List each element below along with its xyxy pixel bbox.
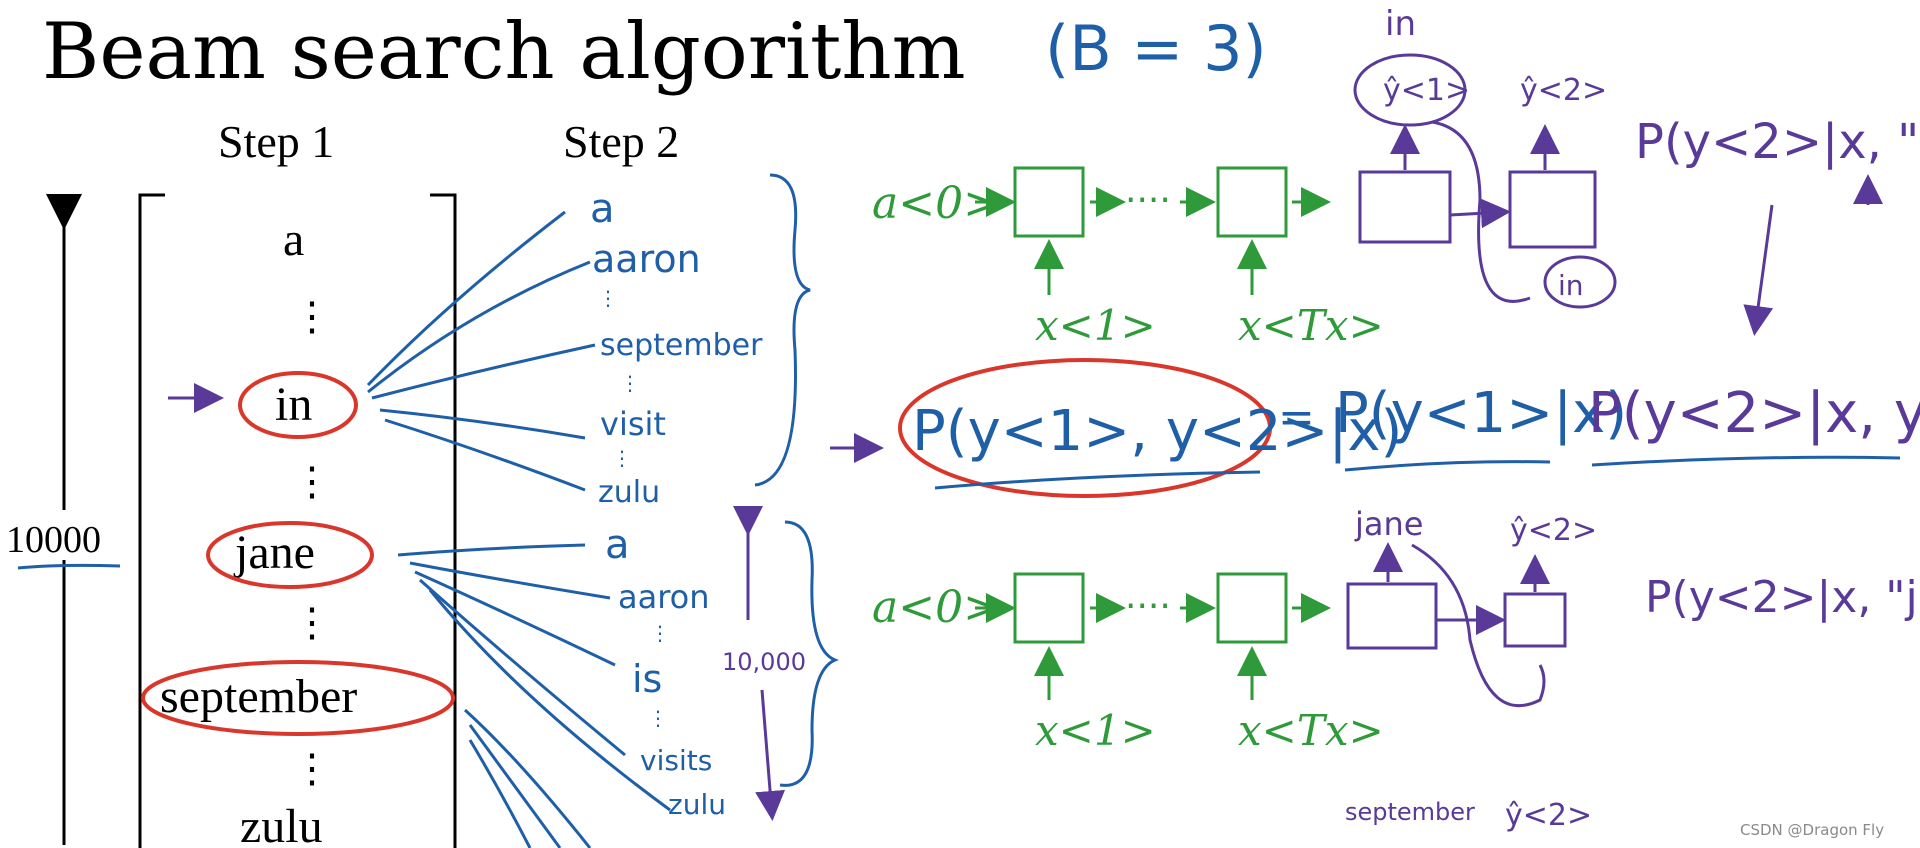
- step2-bottom-word: aaron: [618, 578, 710, 616]
- fan-lines-jane: [397, 543, 671, 812]
- underline-p-y2: [1591, 455, 1901, 467]
- input-label-x1: x<1>: [1035, 706, 1156, 755]
- decoder-cell: [1503, 592, 1567, 648]
- ellipsis-icon: ⋮: [292, 294, 332, 339]
- rnn-cell: [1013, 166, 1085, 238]
- arrow-right-icon: [1449, 198, 1511, 229]
- ellipsis-icon: ⋮: [292, 459, 332, 504]
- brace-top: [754, 173, 811, 487]
- formula-joint: P(y<1>, y<2>|x): [912, 399, 1402, 464]
- output-label-y1: ŷ<1>: [1383, 73, 1470, 108]
- step1-word-a: a: [283, 213, 304, 266]
- vocab-bracket-right: [430, 193, 457, 848]
- count-label: 10,000: [722, 648, 806, 676]
- formula-equals: =: [1278, 392, 1315, 443]
- feedback-path: [1431, 120, 1531, 303]
- step2-top-word: visit: [600, 405, 666, 443]
- formula-p-y2: P(y<2>|x, y<1>): [1588, 381, 1920, 446]
- rnn-cell: [1013, 572, 1085, 644]
- step2-bottom-word: zulu: [668, 788, 726, 821]
- decoder-cell: [1346, 582, 1438, 650]
- formula-p-given-jane: P(y<2>|x, "jane"): [1645, 572, 1920, 623]
- ellipsis-icon: ⋮: [598, 286, 618, 310]
- step2-top-word: a: [590, 186, 615, 232]
- input-label-x1: x<1>: [1035, 301, 1156, 350]
- vocab-size-label: 10000: [6, 519, 101, 561]
- feed-word-in: in: [1558, 269, 1584, 302]
- ellipsis-icon: ⋮: [620, 371, 640, 395]
- step2-top-word: september: [600, 328, 763, 363]
- selection-oval-jane: [206, 521, 374, 589]
- step2-bottom-word: is: [632, 657, 662, 701]
- arrow-down-icon: [1743, 204, 1774, 336]
- vocab-bracket-left: [138, 193, 165, 848]
- formula-p-y1: P(y<1>|x): [1335, 381, 1627, 446]
- step1-word-jane: jane: [233, 526, 315, 579]
- ellipsis-icon: ····: [1125, 586, 1171, 627]
- decoder-cell: [1508, 170, 1597, 249]
- underline-joint: [934, 470, 1261, 490]
- step2-header: Step 2: [563, 116, 679, 167]
- beam-width-note: (B = 3): [1045, 12, 1267, 85]
- ellipsis-icon: ⋮: [650, 621, 670, 645]
- step1-word-zulu: zulu: [240, 800, 323, 848]
- ellipsis-icon: ⋮: [292, 600, 332, 645]
- output-word-september: september: [1345, 798, 1475, 826]
- decoder-cell: [1358, 170, 1452, 244]
- ellipsis-icon: ⋮: [612, 446, 632, 470]
- rnn-cell: [1216, 572, 1288, 644]
- ellipsis-icon: ····: [1125, 180, 1171, 221]
- output-label-y2: ŷ<2>: [1520, 73, 1607, 108]
- selection-oval-september: [141, 660, 455, 736]
- step1-word-in: in: [275, 378, 312, 431]
- fan-lines-september: [463, 708, 592, 848]
- brace-bottom: [779, 520, 839, 787]
- formula-p-given-in: P(y<2>|x, "in"): [1635, 114, 1920, 170]
- ellipsis-icon: ⋮: [292, 746, 332, 791]
- feed-oval: [1543, 255, 1617, 309]
- rnn-cell: [1216, 166, 1288, 238]
- selection-oval-joint: [898, 358, 1272, 498]
- input-label-xTx: x<Tx>: [1238, 301, 1384, 350]
- step1-word-september: september: [160, 670, 357, 723]
- underline-p-y1: [1344, 460, 1551, 472]
- step2-top-word: aaron: [592, 237, 701, 281]
- watermark: CSDN @Dragon Fly: [1740, 821, 1884, 839]
- output-word-in: in: [1385, 4, 1416, 44]
- fan-lines-in: [366, 210, 596, 492]
- count-arrow-down: [755, 689, 786, 821]
- feedback-path: [1411, 543, 1546, 708]
- ellipsis-icon: ⋮: [648, 706, 668, 730]
- input-label-xTx: x<Tx>: [1238, 706, 1384, 755]
- vocab-size-underline: [17, 563, 121, 570]
- page-title: Beam search algorithm: [42, 7, 966, 97]
- output-label-y2: ŷ<2>: [1510, 513, 1597, 548]
- step2-bottom-word: visits: [640, 744, 712, 777]
- output-label-y2: ŷ<2>: [1505, 798, 1592, 833]
- step2-top-word: zulu: [598, 475, 660, 510]
- output-word-jane: jane: [1354, 505, 1423, 543]
- step1-header: Step 1: [218, 116, 334, 167]
- step2-bottom-word: a: [605, 522, 630, 568]
- selection-oval-in: [238, 371, 358, 439]
- output-oval: [1353, 53, 1467, 127]
